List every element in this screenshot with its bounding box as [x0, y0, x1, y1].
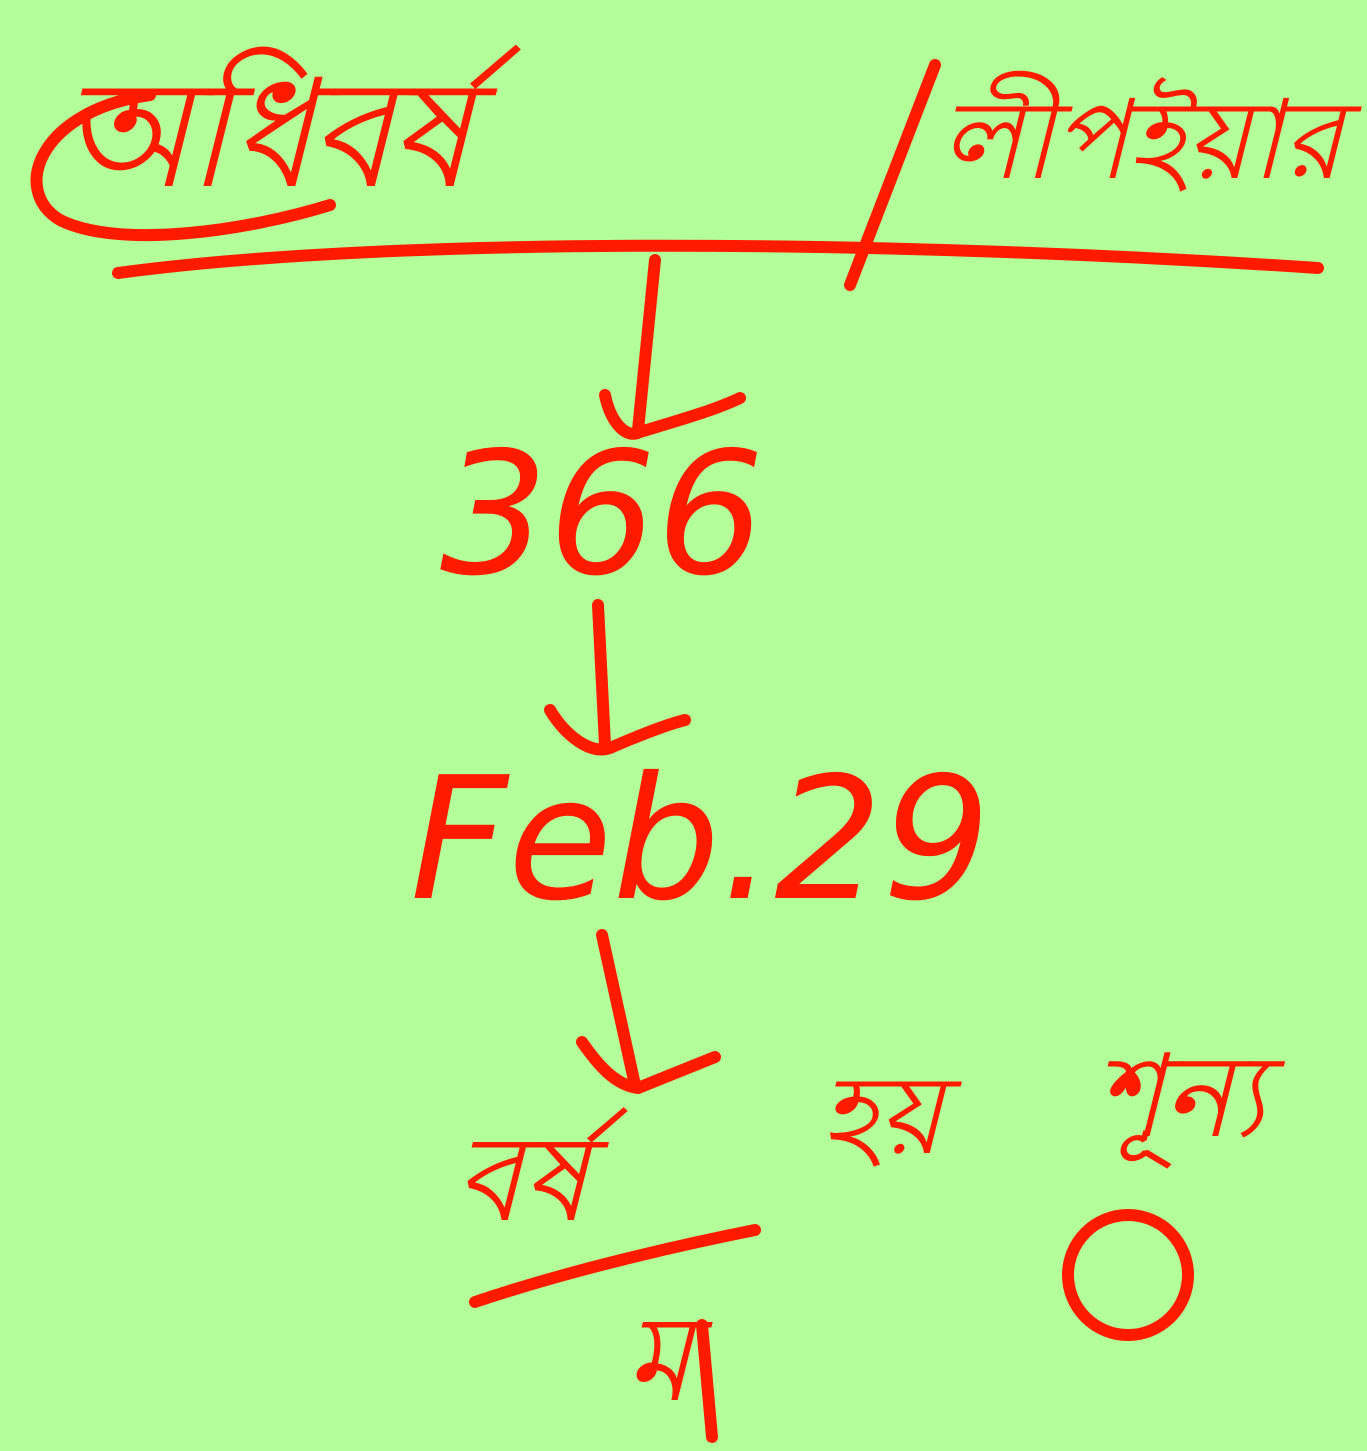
bottom-descender-stroke [696, 1319, 718, 1443]
title-right-text: লীপইয়ার [940, 76, 1343, 204]
bottom-word-2: হয় [820, 1051, 943, 1179]
arrow-down-2 [544, 599, 691, 756]
bottom-word-4: ম [625, 1290, 692, 1429]
zero-circle [1062, 1209, 1194, 1341]
title-bracket-stroke [30, 89, 336, 242]
bottom-word-3: শূন্য [1095, 1030, 1266, 1164]
days-count-text: 366 [440, 416, 765, 614]
title-underline-stroke [112, 239, 1324, 279]
date-text: Feb.29 [410, 741, 991, 939]
arrow-down-3 [576, 929, 721, 1094]
bottom-word-1: বর্ষ [455, 1110, 588, 1249]
bottom-underline-stroke [469, 1224, 761, 1308]
arrow-down-1 [599, 254, 746, 440]
title-left-text: অধিবর্ষ [60, 48, 471, 222]
